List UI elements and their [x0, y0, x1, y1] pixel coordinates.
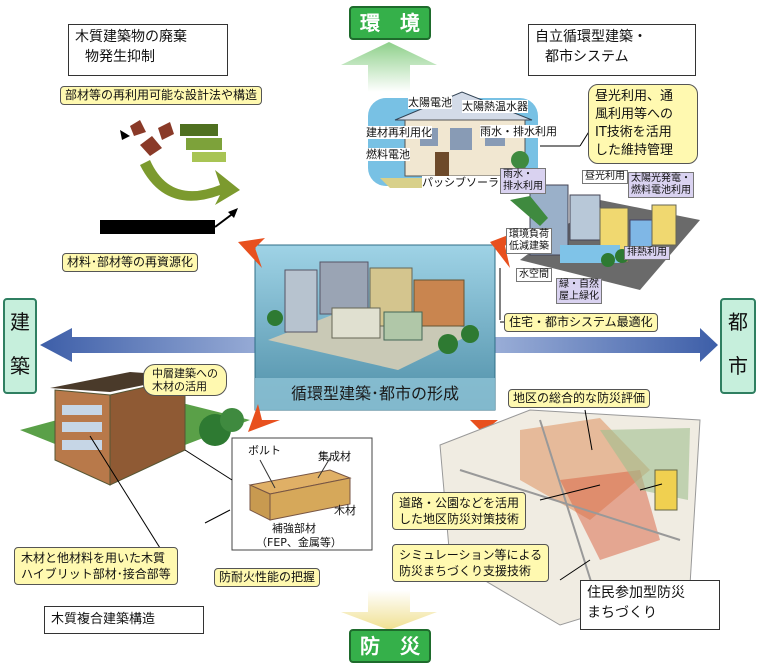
building-tab: 建 築	[3, 298, 37, 394]
simulation-line-1: シミュレーション等による	[399, 548, 543, 562]
road-park-line-1: 道路・公園などを活用	[399, 496, 520, 510]
bolt-label: ボルト	[248, 444, 281, 457]
disaster-prevention-tab: 防 災	[349, 629, 431, 663]
greening-line-1: 緑・自然	[559, 279, 599, 290]
it-line-3: IT技術を活用	[595, 125, 672, 140]
city-tab: 都 市	[720, 298, 756, 394]
wood-waste-line-1: 木質建築物の廃棄	[75, 29, 187, 45]
low-env-line-1: 環境負荷	[509, 229, 549, 240]
self-circulating-line-1: 自立循環型建築・	[535, 29, 647, 45]
city-tab-char-1: 都	[728, 310, 748, 334]
wood-waste-line-2: 物発生抑制	[85, 49, 155, 65]
waste-heat-label: 排熱利用	[624, 246, 670, 260]
solar-fuel-label: 太陽光発電・ 燃料電池利用	[628, 172, 694, 198]
low-env-building-label: 環境負荷 低減建築	[506, 228, 552, 254]
reinforce-detail-label: （FEP、金属等）	[256, 536, 342, 549]
reinforce-label: 補強部材	[272, 522, 316, 535]
it-maintenance-box: 昼光利用、通 風利用等への IT技術を活用 した維持管理	[588, 84, 698, 164]
building-tab-char-2: 築	[10, 354, 30, 378]
center-city-illustration	[254, 244, 496, 411]
resident-line-1: 住民参加型防災	[587, 585, 685, 601]
down-arrow-disaster	[341, 590, 437, 630]
district-evaluation-label: 地区の総合的な防災評価	[508, 389, 651, 408]
hybrid-line-2: ハイブリット部材･接合部等	[21, 567, 171, 581]
it-line-2: 風利用等への	[595, 107, 674, 122]
daylight-label: 昼光利用	[582, 170, 628, 184]
reuse-design-label: 部材等の再利用可能な設計法や構造	[60, 86, 263, 105]
solar-fuel-line-1: 太陽光発電・	[631, 173, 691, 184]
glulam-beam-detail	[231, 437, 373, 551]
it-line-4: した維持管理	[595, 143, 674, 158]
solar-fuel-line-2: 燃料電池利用	[631, 185, 691, 196]
building-tab-char-1: 建	[10, 310, 30, 334]
greening-line-2: 屋上緑化	[559, 291, 599, 302]
road-park-technology-box: 道路・公園などを活用 した地区防災対策技術	[392, 492, 527, 530]
up-arrow-environment	[341, 42, 437, 92]
fuel-cell-label: 燃料電池	[366, 148, 410, 161]
solar-water-heater-label: 太陽熱温水器	[462, 100, 528, 113]
city-tab-char-2: 市	[728, 354, 748, 378]
wood-label: 木材	[334, 504, 356, 517]
housing-optimization-label: 住宅・都市システム最適化	[504, 313, 658, 332]
resident-participation-box: 住民参加型防災 まちづくり	[580, 580, 720, 630]
passive-solar-label: パッシブソーラー	[422, 176, 510, 189]
recycle-icon	[120, 120, 240, 205]
it-line-1: 昼光利用、通	[595, 89, 674, 104]
hybrid-members-box: 木材と他材料を用いた木質 ハイブリット部材･接合部等	[14, 547, 178, 585]
connector-lines	[89, 129, 663, 581]
city-rain-water-label: 雨水・ 排水利用	[500, 168, 546, 194]
wood-building-illustration	[20, 372, 250, 486]
city-rain-line-2: 排水利用	[503, 181, 543, 192]
wood-waste-reduction-box: 木質建築物の廃棄 物発生抑制	[68, 24, 228, 76]
city-block-illustration	[510, 184, 700, 290]
self-circulating-system-box: 自立循環型建築・ 都市システム	[528, 24, 696, 76]
bubble-line-2: 木材の活用	[152, 380, 207, 393]
environment-tab: 環 境	[349, 6, 431, 40]
wood-composite-structure-box: 木質複合建築構造	[44, 606, 204, 634]
recycle-materials-label: 材料･部材等の再資源化	[62, 253, 199, 272]
self-circulating-line-2: 都市システム	[545, 49, 629, 65]
glulam-label: 集成材	[318, 450, 351, 463]
water-space-label: 水空間	[516, 268, 552, 282]
fire-resistance-label: 防耐火性能の把握	[214, 568, 321, 587]
mid-rise-wood-bubble: 中層建築への 木材の活用	[143, 364, 227, 396]
low-env-line-2: 低減建築	[509, 241, 549, 252]
greening-label: 緑・自然 屋上緑化	[556, 278, 602, 304]
simulation-support-box: シミュレーション等による 防災まちづくり支援技術	[392, 544, 550, 582]
recycle-bar-arrow	[100, 208, 238, 234]
city-rain-line-1: 雨水・	[503, 169, 533, 180]
bubble-line-1: 中層建築への	[152, 367, 218, 380]
resident-line-2: まちづくり	[587, 605, 657, 621]
hybrid-line-1: 木材と他材料を用いた木質	[21, 551, 166, 565]
simulation-line-2: 防災まちづくり支援技術	[399, 564, 532, 578]
road-park-line-2: した地区防災対策技術	[399, 512, 520, 526]
rain-waste-water-label: 雨水・排水利用	[480, 125, 557, 138]
material-reuse-label: 建材再利用化	[366, 126, 432, 139]
center-title: 循環型建築･都市の形成	[290, 384, 459, 403]
solar-cell-label: 太陽電池	[408, 96, 452, 109]
